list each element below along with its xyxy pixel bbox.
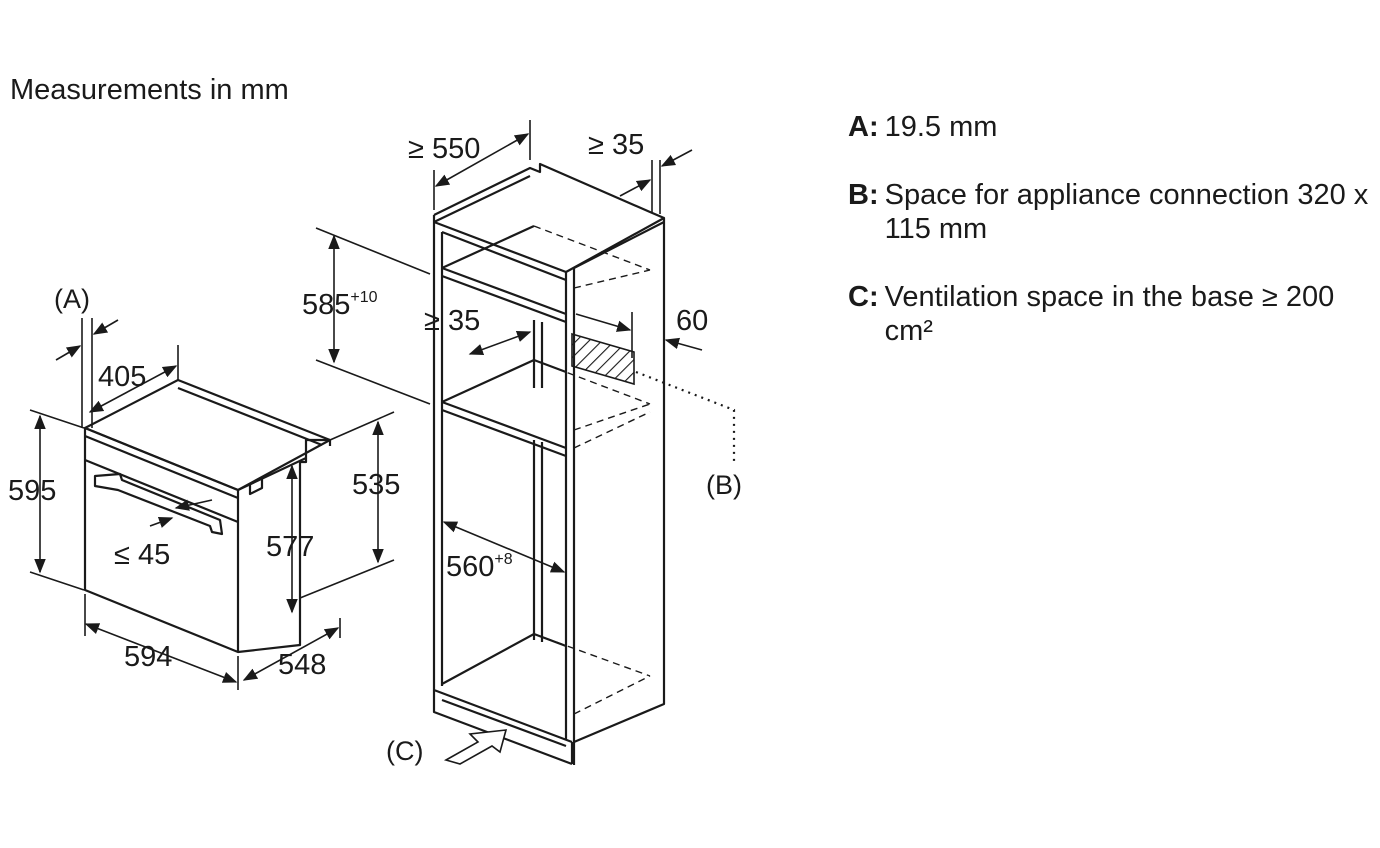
dim-cabinet-560-tolerance: +8: [494, 551, 512, 568]
connection-leader: [635, 370, 736, 462]
legend-key: B:: [848, 179, 879, 211]
legend-text: Space for appliance connection 320 x 115…: [884, 179, 1369, 245]
dim-oven-577: 577: [266, 531, 314, 563]
dim-oven-595: 595: [8, 475, 56, 507]
dim-oven-594: 594: [124, 641, 172, 673]
dim-cabinet-585-tolerance: +10: [350, 289, 377, 306]
legend-text: Ventilation space in the base ≥ 200 cm²: [884, 281, 1335, 347]
dim-cabinet-560-value: 560: [446, 551, 494, 583]
legend-key: A:: [848, 111, 879, 143]
oven-top-face: [83, 378, 332, 492]
legend-item-c: C: Ventilation space in the base ≥ 200 c…: [848, 280, 1378, 348]
cabinet-drawing: [432, 162, 666, 766]
legend-text: 19.5 mm: [884, 111, 998, 143]
dim-cabinet-550: ≥ 550: [408, 133, 480, 165]
legend-key: C:: [848, 281, 879, 313]
dim-cabinet-rear-35: ≥ 35: [588, 129, 644, 161]
legend-item-a: A: 19.5 mm: [848, 110, 1378, 144]
cabinet-dimensions: [315, 120, 703, 765]
dim-cabinet-60: 60: [676, 305, 708, 337]
measurements-note: Measurements in mm: [10, 74, 289, 106]
dim-cabinet-585-value: 585: [302, 289, 350, 321]
dim-oven-405: 405: [98, 361, 146, 393]
dim-oven-548: 548: [278, 649, 326, 681]
dim-cabinet-560: 560+8: [446, 551, 513, 583]
oven-dimensions: [29, 318, 395, 690]
appliance-connection-area: [571, 332, 635, 386]
cabinet-hidden-lines: [533, 225, 651, 715]
dim-cabinet-585: 585+10: [302, 289, 378, 321]
legend-item-b: B: Space for appliance connection 320 x …: [848, 178, 1378, 246]
label-b: (B): [706, 470, 742, 500]
dim-oven-handle: ≤ 45: [114, 539, 170, 571]
legend: A: 19.5 mm B: Space for appliance connec…: [848, 110, 1378, 382]
dim-cabinet-shelf-35: ≥ 35: [424, 305, 480, 337]
oven-handle: [93, 472, 224, 536]
dim-oven-535: 535: [352, 469, 400, 501]
ventilation-arrow: [443, 729, 508, 765]
label-a: (A): [54, 284, 90, 314]
label-c: (C): [386, 736, 423, 766]
oven-drawing: [83, 378, 332, 654]
